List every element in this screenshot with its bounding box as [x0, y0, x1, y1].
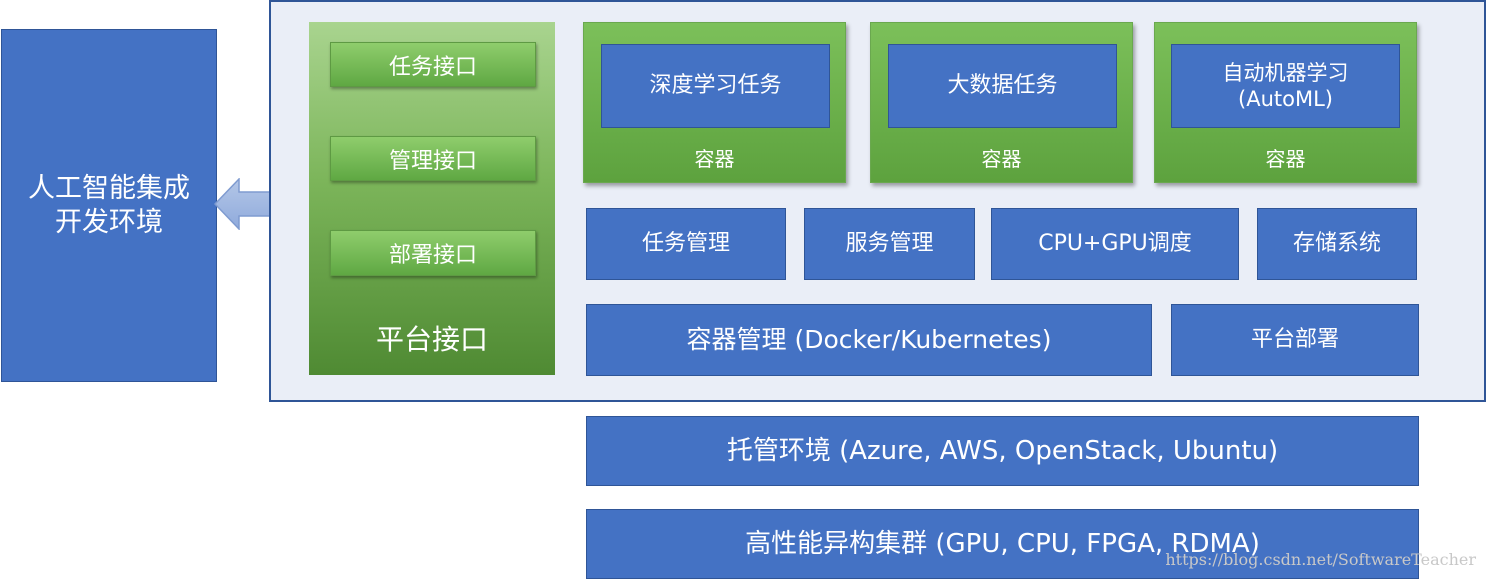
platform-interface-title: 平台接口 — [375, 323, 488, 356]
container-label: 容器 — [694, 147, 735, 171]
cpu-gpu-scheduling-box: CPU+GPU调度 — [991, 208, 1239, 280]
heterogeneous-cluster-box: 高性能异构集群 (GPU, CPU, FPGA, RDMA) — [586, 509, 1419, 579]
ai-ide-box: 人工智能集成 开发环境 — [1, 29, 217, 382]
service-management-box: 服务管理 — [804, 208, 975, 280]
container-management-box: 容器管理 (Docker/Kubernetes) — [586, 304, 1152, 376]
container-label: 容器 — [981, 147, 1022, 171]
storage-system-box: 存储系统 — [1257, 208, 1417, 280]
hosting-environment-box: 托管环境 (Azure, AWS, OpenStack, Ubuntu) — [586, 416, 1419, 486]
deployment-interface-button[interactable]: 部署接口 — [330, 230, 536, 276]
platform-deployment-box: 平台部署 — [1171, 304, 1419, 376]
task-management-box: 任务管理 — [586, 208, 786, 280]
management-interface-button[interactable]: 管理接口 — [330, 136, 536, 181]
watermark: https://blog.csdn.net/SoftwareTeacher — [1165, 550, 1476, 569]
container-label: 容器 — [1265, 147, 1306, 171]
deep-learning-task: 深度学习任务 — [601, 44, 830, 128]
automl-task: 自动机器学习 (AutoML) — [1171, 44, 1400, 128]
big-data-task: 大数据任务 — [888, 44, 1117, 128]
task-interface-button[interactable]: 任务接口 — [330, 42, 536, 87]
